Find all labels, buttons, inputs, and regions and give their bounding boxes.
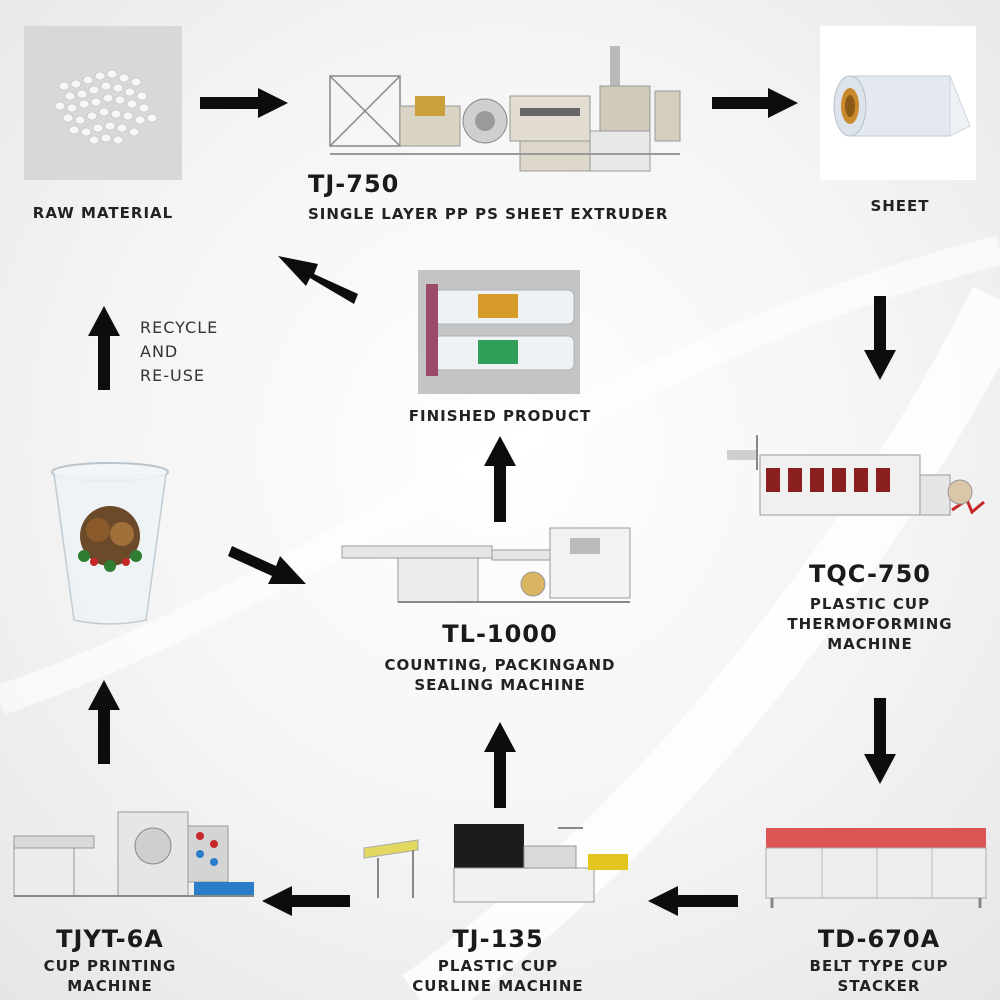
stacker-label-line2: STACKER: [837, 977, 921, 995]
sheet-extruder-machine-image: [329, 46, 681, 172]
arrow-down-icon: [864, 698, 896, 784]
arrow-up-icon: [484, 722, 516, 808]
printed-cup-image: [51, 462, 169, 625]
extruder-model: TJ-750: [308, 170, 400, 198]
finished-product-label: FINISHED PRODUCT: [408, 407, 592, 425]
printing-label-line2: MACHINE: [67, 977, 153, 995]
arrow-right-icon: [712, 88, 798, 118]
recycle-text-line3: RE-USE: [140, 366, 205, 385]
extruder-label: SINGLE LAYER PP PS SHEET EXTRUDER: [308, 205, 669, 223]
recycle-text-line2: AND: [140, 342, 179, 361]
thermoforming-model: TQC-750: [809, 560, 931, 588]
arrow-up-icon: [88, 680, 120, 764]
packing-label-line1: COUNTING, PACKINGAND: [384, 656, 616, 674]
arrow-diagonal-down-right-icon: [228, 546, 306, 584]
curling-label-line1: PLASTIC CUP: [437, 957, 559, 975]
sheet-roll-image: [820, 26, 976, 180]
thermoforming-label-line1: PLASTIC CUP: [809, 595, 931, 613]
recycle-text-line1: RECYCLE: [140, 318, 219, 337]
curling-label-line2: CURLINE MACHINE: [412, 977, 584, 995]
packing-sealing-machine-image: [341, 527, 631, 603]
finished-product-image: [418, 270, 580, 394]
cup-printing-machine-image: [13, 811, 254, 897]
arrow-down-icon: [864, 296, 896, 380]
printing-model: TJYT-6A: [56, 925, 164, 953]
belt-cup-stacker-machine-image: [765, 828, 987, 908]
cup-curling-machine-image: [363, 824, 628, 903]
raw-material-label: RAW MATERIAL: [32, 204, 174, 222]
sheet-label: SHEET: [870, 197, 930, 215]
arrow-right-icon: [200, 88, 288, 118]
raw-material-image: [24, 26, 182, 180]
arrow-up-icon: [484, 436, 516, 522]
stacker-label-line1: BELT TYPE CUP: [809, 957, 949, 975]
packing-model: TL-1000: [442, 620, 558, 648]
packing-label-line2: SEALING MACHINE: [414, 676, 586, 694]
curling-model: TJ-135: [452, 925, 544, 953]
thermoforming-machine-image: [727, 435, 985, 516]
stacker-model: TD-670A: [817, 925, 941, 953]
arrow-diagonal-up-left-icon: [278, 256, 358, 304]
arrow-left-icon: [262, 886, 350, 916]
thermoforming-label-line3: MACHINE: [827, 635, 913, 653]
arrow-left-icon: [648, 886, 738, 916]
arrow-up-icon: [88, 306, 120, 390]
thermoforming-label-line2: THERMOFORMING: [787, 615, 953, 633]
printing-label-line1: CUP PRINTING: [43, 957, 177, 975]
